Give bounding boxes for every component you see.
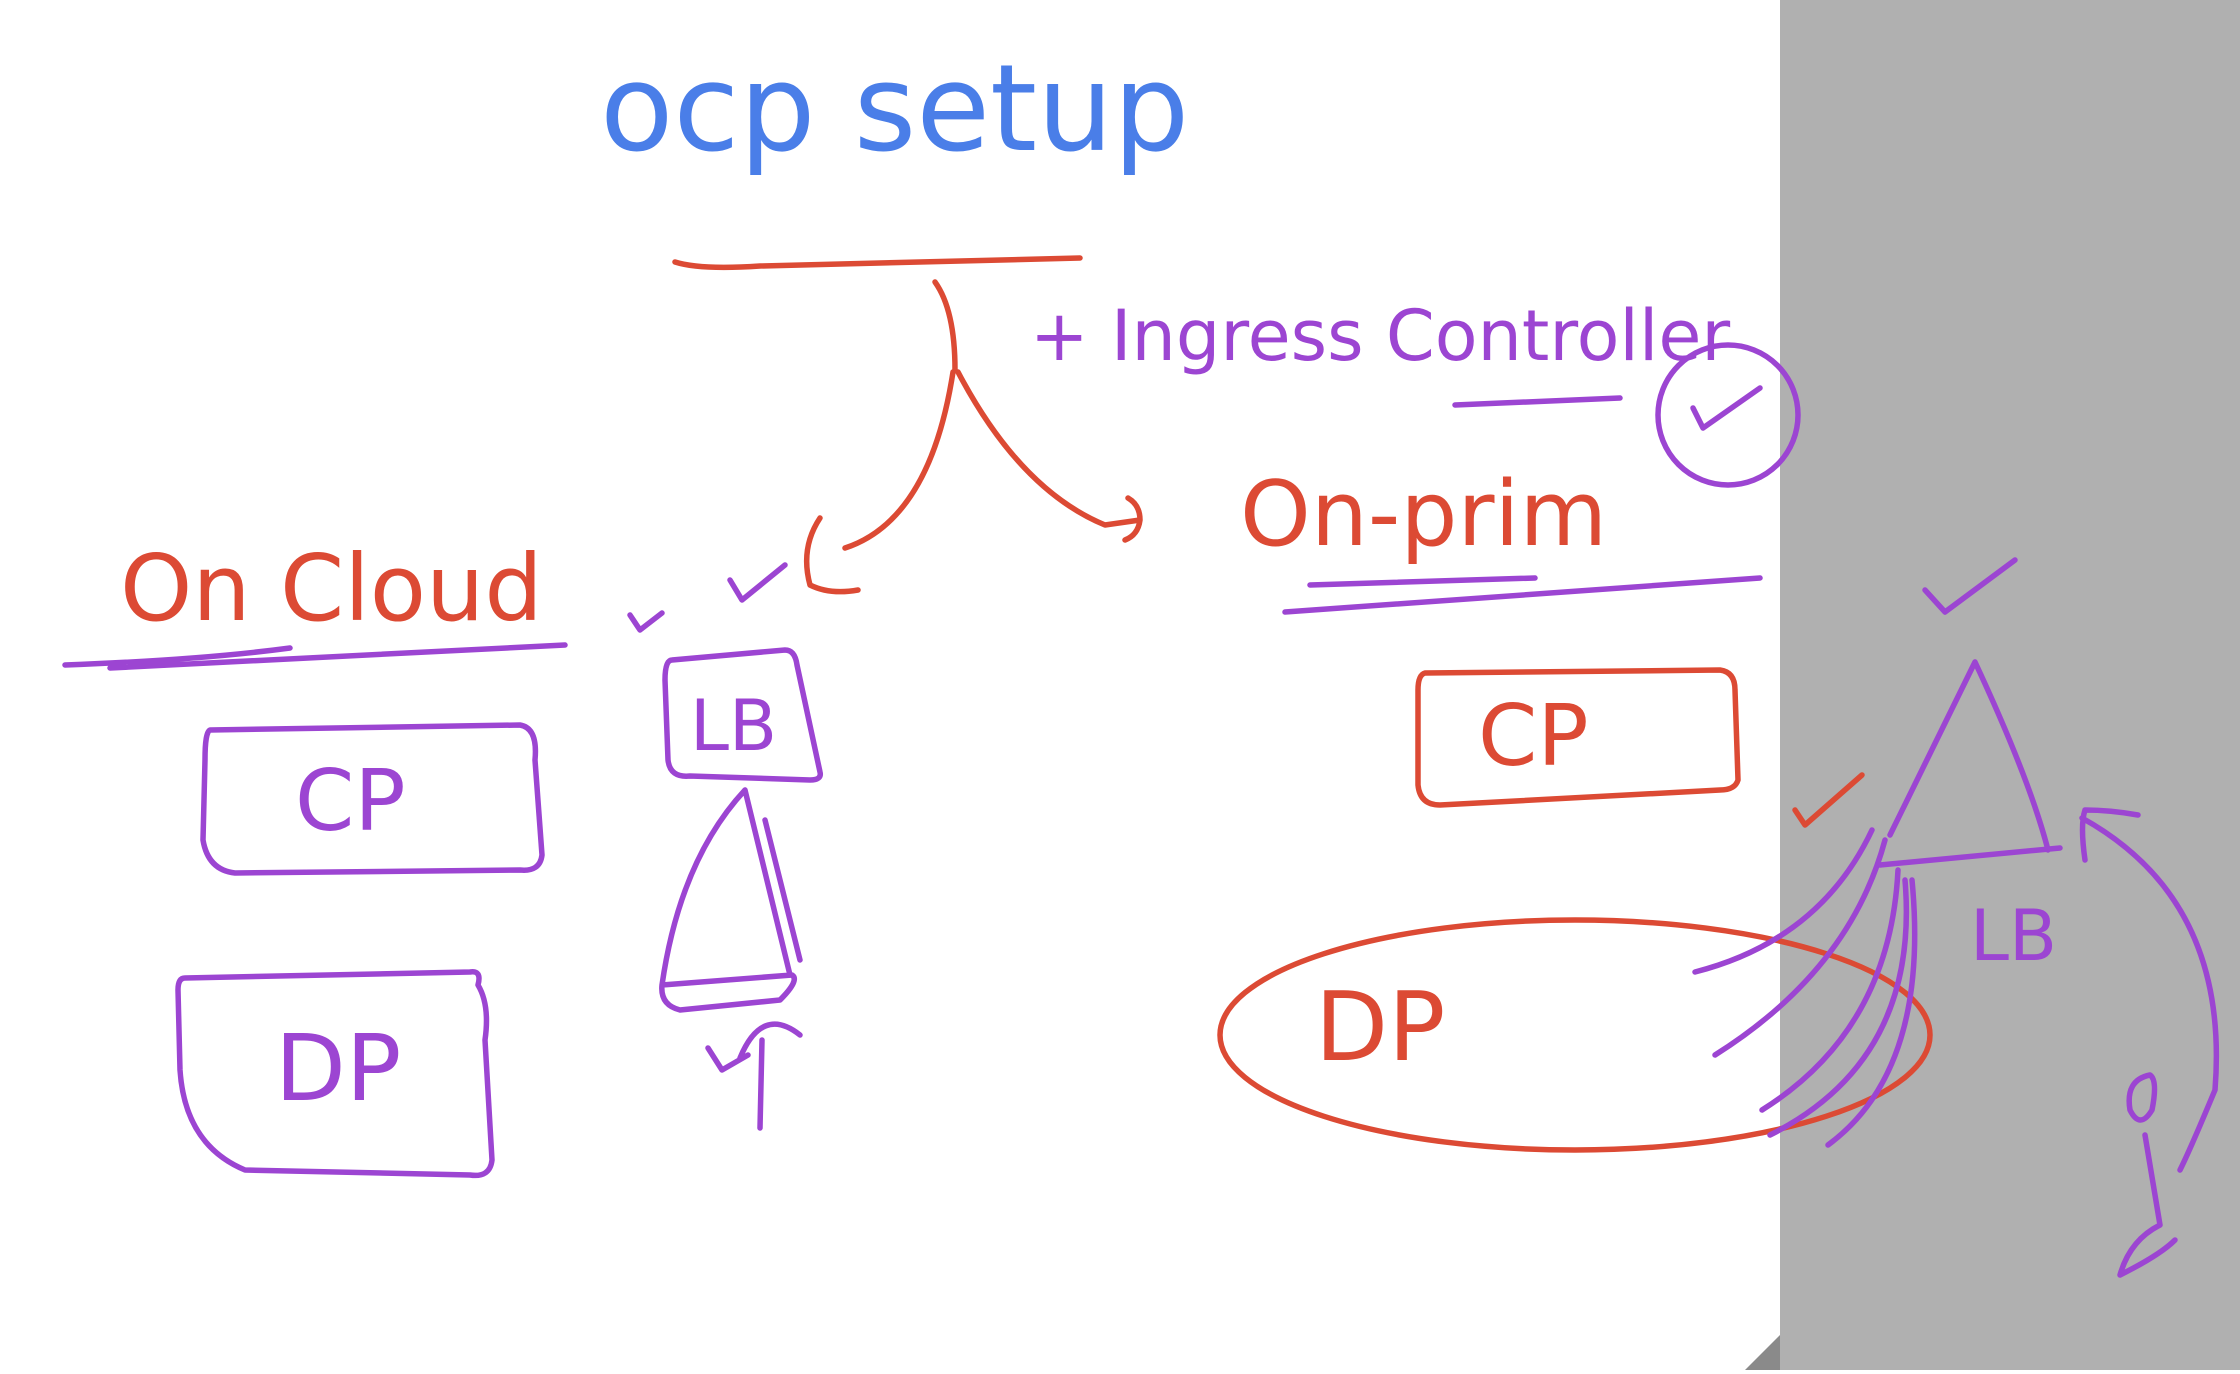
prem-lb-triangle [1877,659,2063,868]
cloud-lb-label: LB [690,685,777,767]
cloud-lb-triangle [659,787,803,1013]
prem-cp-box [1415,667,1741,808]
prem-client-arrow [2079,807,2220,1173]
cloud-dp-box [175,969,495,1179]
prem-dp-label: DP [1315,973,1445,1083]
branch-to-prem-arrow [955,369,1143,543]
tree-trunk [932,279,958,373]
cloud-lb-arrow [705,1021,803,1131]
cloud-lb-box [662,647,824,783]
prem-dp-ellipse [1217,917,1933,1153]
prem-lb-lines-to-dp [1692,827,1918,1148]
prem-lb-checkmarks [1792,772,1865,828]
cloud-heading-underline [62,642,568,671]
page-margin [1780,0,2240,1370]
ingress-underline [1452,395,1623,408]
cloud-cp-label: CP [295,752,406,851]
cloud-dp-label: DP [275,1015,401,1122]
page-curl-corner [1745,1335,1780,1370]
cloud-lb-checkmarks [627,562,788,633]
ingress-check-icon [1690,385,1763,431]
prem-lb-label: LB [1970,895,2057,977]
cloud-cp-box [200,722,545,876]
ingress-note: + Ingress Controller [1030,295,1730,377]
title-underline [672,255,1083,271]
ingress-check-circle [1655,342,1801,488]
prem-cp-label: CP [1478,687,1589,786]
prem-heading-underline [1282,575,1763,615]
prem-lb-top-check [1922,557,2018,615]
prem-heading: On-prim [1240,462,1607,567]
title-text: ocp setup [600,40,1189,179]
prem-client-figure [2117,1072,2178,1278]
branch-to-cloud-arrow [803,369,956,595]
cloud-heading: On Cloud [120,535,543,642]
